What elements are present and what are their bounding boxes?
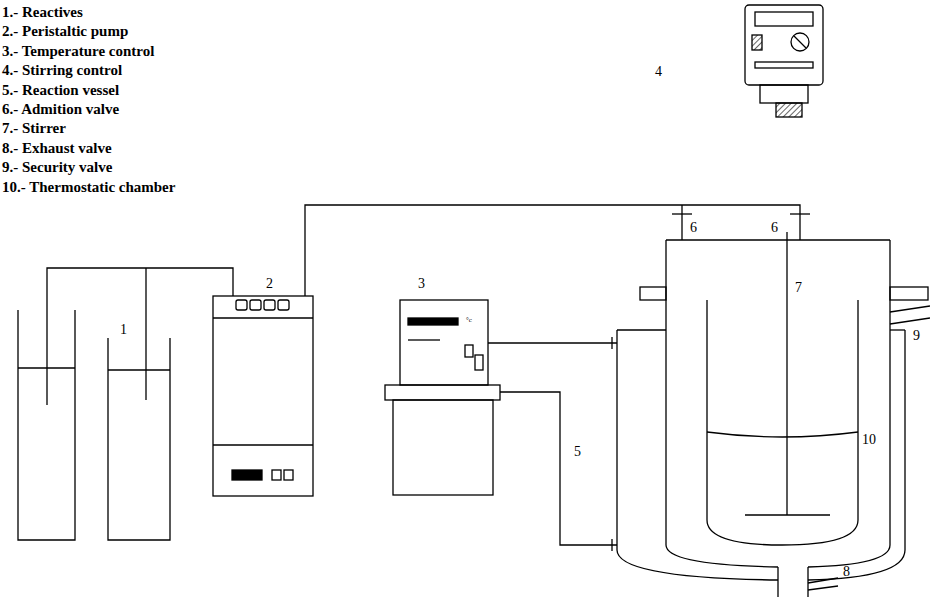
legend-item: 6.- Admition valve (2, 101, 119, 118)
callout-number: 1 (120, 322, 127, 337)
callout-number: 5 (574, 444, 581, 459)
legend-item: 1.- Reactives (2, 4, 83, 21)
legend-item: 9.- Security valve (2, 159, 112, 176)
peristaltic-pump (213, 296, 313, 496)
reaction-vessel (640, 240, 928, 597)
temperature-control-unit (385, 300, 500, 495)
stirrer-shaft (745, 232, 830, 515)
callout-number: 6 (690, 220, 697, 235)
callout-number: 9 (913, 328, 920, 343)
callout-number: 4 (655, 64, 662, 79)
inner-vessel (707, 300, 858, 545)
legend-item: 7.- Stirrer (2, 120, 66, 137)
legend-item: 5.- Reaction vessel (2, 82, 119, 99)
legend-item: 3.- Temperature control (2, 43, 154, 60)
callout-number: 10 (862, 432, 876, 447)
legend-item: 2.- Peristaltic pump (2, 23, 128, 40)
thermostat-tubes (488, 337, 617, 551)
callout-number: 2 (266, 276, 273, 291)
thermostatic-jacket (617, 330, 905, 580)
callout-number: 6 (771, 220, 778, 235)
callout-number: 8 (843, 564, 850, 579)
feed-tube (305, 205, 810, 296)
exhaust-valve-pipe (808, 578, 838, 590)
security-valve-pipe (890, 306, 930, 324)
callout-number: 7 (795, 280, 802, 295)
callout-number: 3 (418, 276, 425, 291)
legend-item: 4.- Stirring control (2, 62, 122, 79)
legend-item: 8.- Exhaust valve (2, 140, 112, 157)
stirring-control-unit (745, 5, 823, 117)
legend-item: 10.- Thermostatic chamber (2, 179, 175, 196)
display-unit: °c (466, 317, 472, 325)
reactive-beakers (18, 268, 233, 540)
